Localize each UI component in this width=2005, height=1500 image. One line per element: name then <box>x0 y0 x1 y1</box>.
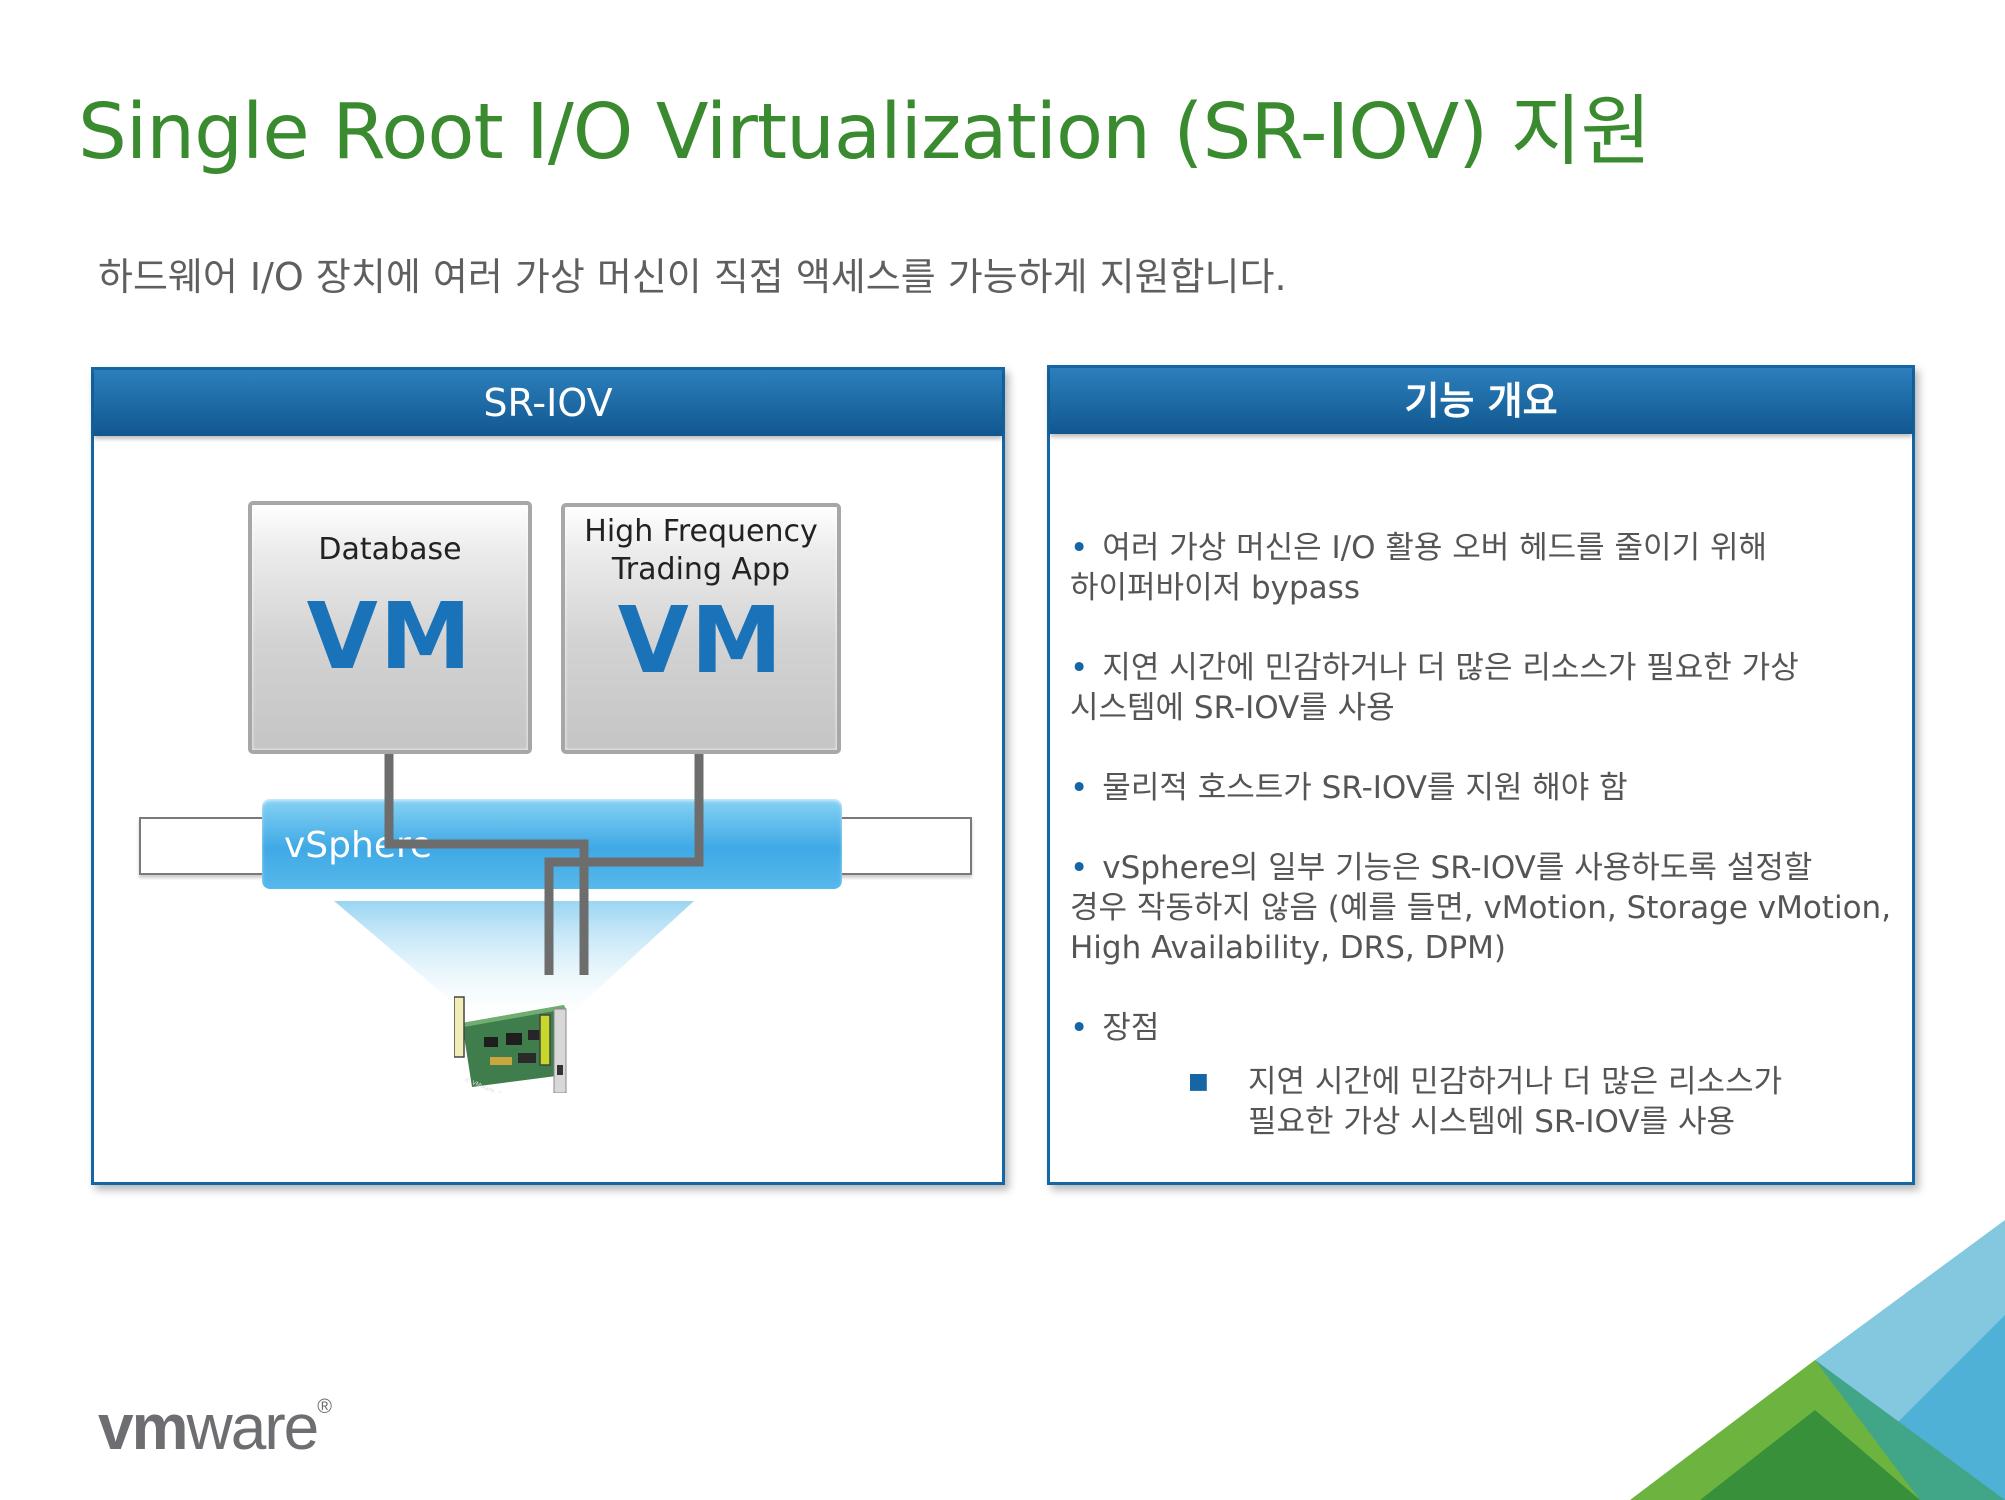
sub-bullet-item: ■ 지연 시간에 민감하거나 더 많은 리소스가 필요한 가상 시스템에 SR-… <box>1188 1064 1783 1140</box>
vm-name: High Frequency Trading App <box>565 513 837 589</box>
trading-app-vm: High Frequency Trading App VM <box>561 503 841 754</box>
sr-iov-panel-header: SR-IOV <box>94 370 1002 436</box>
vm-name-line1: High Frequency <box>584 514 818 549</box>
vm-name-line2: Trading App <box>611 552 791 587</box>
nic-card-icon: © VMware, Inc. <box>454 996 567 1093</box>
feature-overview-header: 기능 개요 <box>1050 368 1912 434</box>
sr-iov-diagram: vSphere Database VM High Frequency Tradi… <box>94 370 1008 1188</box>
vm-connection-wires <box>384 754 704 975</box>
database-vm: Database VM <box>248 501 532 754</box>
vmware-logo: vmware® <box>98 1391 332 1463</box>
feature-bullet-list: •여러 가상 머신은 I/O 활용 오버 헤드를 줄이기 위해 하이퍼바이저 b… <box>1070 528 1900 1182</box>
bullet-item: •물리적 호스트가 SR-IOV를 지원 해야 함 <box>1070 770 1628 806</box>
vm-name: Database <box>318 532 462 567</box>
sr-iov-panel: vSphere Database VM High Frequency Tradi… <box>91 367 1005 1185</box>
bullet-icon: • <box>1070 850 1089 886</box>
cone-shape <box>334 901 694 1020</box>
feature-overview-panel: 기능 개요 •여러 가상 머신은 I/O 활용 오버 헤드를 줄이기 위해 하이… <box>1047 365 1915 1185</box>
page-subtitle: 하드웨어 I/O 장치에 여러 가상 머신이 직접 액세스를 가능하게 지원합니… <box>98 255 1287 299</box>
panel-title: SR-IOV <box>483 381 613 425</box>
bullet-icon: • <box>1070 530 1089 566</box>
bullet-item: •vSphere의 일부 기능은 SR-IOV를 사용하도록 설정할 경우 작동… <box>1070 850 1892 966</box>
bullet-icon: • <box>1070 650 1089 686</box>
bullet-item: •여러 가상 머신은 I/O 활용 오버 헤드를 줄이기 위해 하이퍼바이저 b… <box>1070 530 1767 606</box>
bullet-icon: • <box>1070 1010 1089 1046</box>
vm-label: VM <box>617 587 785 694</box>
bullet-item: •지연 시간에 민감하거나 더 많은 리소스가 필요한 가상 시스템에 SR-I… <box>1070 650 1799 726</box>
square-bullet-icon: ■ <box>1188 1069 1209 1094</box>
panel-title: 기능 개요 <box>1404 379 1558 423</box>
page-title: Single Root I/O Virtualization (SR-IOV) … <box>78 88 1651 177</box>
bullet-item: •장점 <box>1070 1010 1160 1046</box>
vm-label: VM <box>306 583 474 690</box>
bullet-icon: • <box>1070 770 1089 806</box>
